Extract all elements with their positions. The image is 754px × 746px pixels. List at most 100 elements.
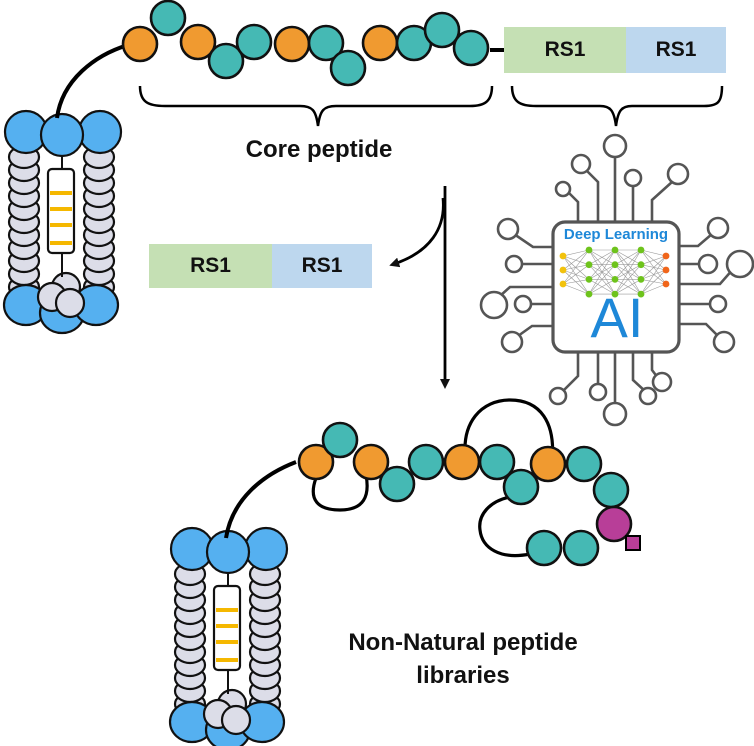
nn-edge — [562, 249, 590, 271]
chip-trace — [517, 324, 553, 338]
nn-edge — [588, 279, 616, 295]
chip-trace — [678, 322, 721, 339]
nn-node — [585, 290, 593, 298]
macrocycle-loops — [311, 398, 555, 558]
residue-teal — [525, 529, 563, 567]
nn-edge — [614, 249, 642, 295]
cartridge-stripe — [50, 241, 72, 245]
residue-orange — [121, 25, 159, 63]
nn-node — [662, 266, 670, 274]
recognition-sequence-cleaved: RS1 RS1 — [149, 244, 372, 288]
chip-pad — [666, 162, 690, 186]
nn-edge — [588, 249, 616, 265]
chip-header-text: Deep Learning — [563, 226, 669, 243]
enzyme-complex-top — [2, 109, 123, 335]
chip-trace — [631, 352, 647, 393]
nn-edge — [588, 264, 616, 295]
cartridge-stripe — [50, 191, 72, 195]
residue-teal — [329, 49, 367, 87]
chip-trace — [513, 232, 553, 249]
chip-pad — [548, 386, 568, 406]
chip-ai-text: AI — [590, 286, 644, 349]
nn-node — [611, 261, 619, 269]
rs-segment-green: RS1 — [149, 244, 272, 288]
nn-edge — [614, 279, 642, 295]
output-label-line2: libraries — [416, 662, 510, 689]
residue-orange — [273, 25, 311, 63]
chip-pad — [554, 180, 572, 198]
non-natural-peptide — [297, 421, 633, 567]
nn-edge — [640, 249, 667, 257]
nn-node — [611, 290, 619, 298]
nn-edge — [614, 264, 642, 295]
chip-trace — [563, 352, 580, 391]
nn-edge — [562, 269, 590, 295]
nn-edge — [640, 249, 667, 271]
cartridge-stripe — [216, 658, 238, 662]
residue-orange — [443, 443, 481, 481]
chip-trace — [650, 181, 673, 222]
linker-bottom — [224, 460, 297, 539]
nn-edge — [640, 255, 667, 295]
domain-top — [243, 526, 289, 572]
chip-pad — [500, 330, 524, 354]
residue-teal — [235, 23, 273, 61]
modification-square — [625, 535, 641, 551]
nn-node — [585, 246, 593, 254]
nn-node — [637, 276, 645, 283]
loop-left — [478, 494, 531, 558]
nn-node — [662, 280, 670, 288]
nn-node — [637, 290, 645, 298]
nn-edge — [640, 249, 667, 285]
nn-edge — [588, 249, 616, 295]
residue-teal — [452, 29, 490, 67]
rs-segment-blue: RS1 — [626, 27, 726, 73]
residue-orange — [297, 443, 335, 481]
rs-segment-green: RS1 — [504, 27, 626, 73]
residue-teal — [562, 529, 600, 567]
loop-top — [463, 398, 555, 463]
output-label-line1: Non-Natural peptide — [348, 629, 578, 656]
nn-edge — [562, 255, 590, 295]
cleavage-arrow — [389, 197, 445, 268]
brace-core-peptide — [138, 85, 494, 127]
nn-edge — [614, 249, 642, 265]
chip-pad — [602, 401, 628, 427]
residue-orange — [361, 24, 399, 62]
loop-small — [311, 474, 369, 512]
residue-teal — [502, 468, 540, 506]
residue-teal — [149, 0, 187, 37]
output-label: Non-Natural peptide libraries — [318, 626, 608, 692]
residue-orange — [529, 445, 567, 483]
nn-edge — [588, 249, 616, 280]
residue-teal — [592, 471, 630, 509]
chip-trace — [583, 167, 600, 222]
residue-orange — [179, 23, 217, 61]
chip-pad — [588, 382, 608, 402]
nn-edge — [562, 279, 590, 285]
chip-pad — [479, 290, 509, 320]
residue-teal — [565, 445, 603, 483]
chip-pad — [697, 253, 719, 275]
nn-node — [559, 266, 567, 274]
nn-node — [637, 261, 645, 269]
nn-node — [559, 280, 567, 288]
domain-cluster — [54, 287, 86, 319]
domain-cluster — [220, 704, 252, 736]
nn-edge — [562, 255, 590, 280]
nn-node — [637, 246, 645, 254]
nn-node — [559, 252, 567, 260]
chip-pad — [513, 294, 533, 314]
chip-pad — [602, 133, 628, 159]
residue-teal — [423, 11, 461, 49]
nn-edge — [562, 283, 590, 295]
nn-edge — [640, 283, 667, 295]
residue-magenta — [595, 505, 633, 543]
chip-body — [551, 220, 681, 354]
nn-edge — [640, 269, 667, 295]
core-peptide-label: Core peptide — [245, 136, 393, 163]
chip-pad — [638, 386, 658, 406]
residue-teal — [307, 24, 345, 62]
nn-node — [611, 246, 619, 254]
